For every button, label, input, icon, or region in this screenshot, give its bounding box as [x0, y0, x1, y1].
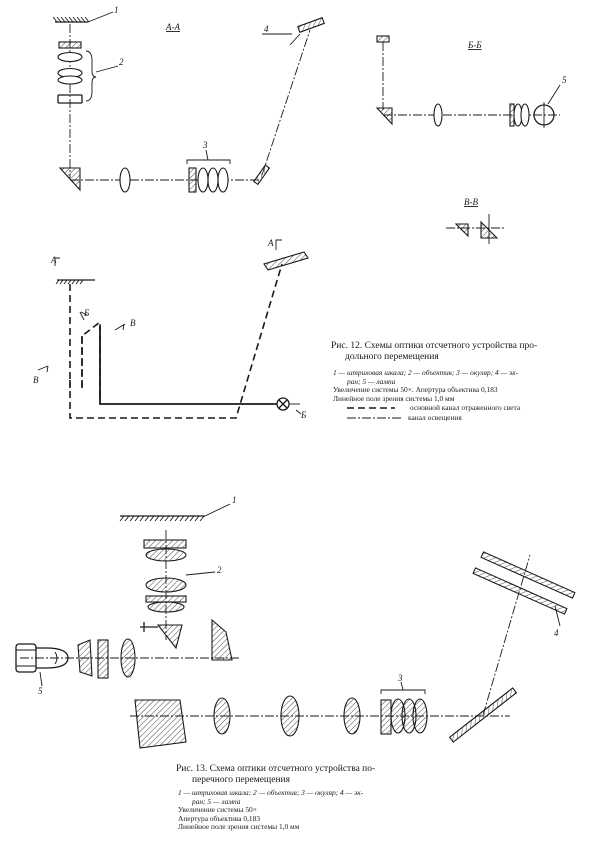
cut-mark-a2: А — [267, 238, 274, 248]
part-number-2: 2 — [119, 57, 124, 67]
screen — [263, 251, 309, 271]
part-number-4: 4 — [264, 24, 269, 34]
fig12-section-bb: Б-Б 5 — [375, 35, 567, 128]
mirror — [253, 164, 271, 186]
fig13-legend-line2: ран; 5 — лампа — [192, 796, 241, 806]
scale-hatching — [52, 16, 90, 23]
fig12-field-of-view: Линейное поле зрения системы 1,0 мм — [333, 393, 455, 403]
screen — [297, 17, 325, 33]
eyepiece-lenses — [380, 698, 428, 735]
fig12-illumination-channel-label: канал освещения — [408, 413, 462, 422]
fig12-section-vv: В-В — [446, 197, 505, 244]
fig13-field-of-view: Линейное поле зрения системы 1,0 мм — [178, 822, 300, 832]
screen-2 — [472, 567, 568, 615]
objective-lenses — [143, 539, 187, 613]
lamp — [15, 643, 69, 673]
screen — [480, 551, 576, 599]
fig12-caption-line1: Рис. 12. Схемы оптики отсчетного устройс… — [331, 341, 538, 351]
prism — [58, 167, 81, 192]
part-number-2: 2 — [217, 565, 222, 575]
field-lens — [119, 167, 131, 193]
part-number-1: 1 — [232, 495, 237, 505]
fig12-caption-line2: дольного перемещения — [345, 352, 439, 362]
objective-lenses — [57, 41, 83, 104]
fig13-caption-line1: Рис. 13. Схема оптики отсчетного устройс… — [176, 764, 376, 774]
cut-mark-b: Б — [83, 308, 90, 318]
scale-element — [376, 35, 390, 43]
cut-mark-v: В — [130, 318, 136, 328]
fig12-reflected-channel-label: основной канал отраженного света — [410, 403, 521, 412]
part-number-5: 5 — [38, 686, 43, 696]
section-label-vv: В-В — [464, 197, 478, 207]
part-number-3: 3 — [397, 673, 403, 683]
fig12-magnification: Увеличение системы 50×. Апертура объекти… — [333, 385, 498, 395]
eyepiece-lenses — [188, 167, 229, 193]
fig13-legend: 1 — штриховая шкала; 2 — объектив; 3 — о… — [178, 788, 364, 832]
large-prism — [134, 699, 187, 749]
fig13-magnification: Увеличение системы 50× — [178, 805, 257, 815]
cut-mark-v2: В — [33, 375, 39, 385]
section-label-bb: Б-Б — [467, 40, 482, 50]
fig13-legend-line1: 1 — штриховая шкала; 2 — объектив; 3 — о… — [178, 788, 364, 797]
fig13-caption-line2: перечного перемещения — [192, 775, 290, 785]
fig12-light-path-schematic: А Б А Б В В — [33, 238, 309, 420]
fig13-optical-system: 1 2 5 — [15, 495, 576, 749]
fig12-legend-line1: 1 — штриховая шкала; 2 — объектив; 3 — о… — [333, 368, 519, 377]
fig12-legend: 1 — штриховая шкала; 2 — объектив; 3 — о… — [333, 368, 519, 403]
lens — [433, 103, 443, 127]
fig12-caption: Рис. 12. Схемы оптики отсчетного устройс… — [331, 341, 537, 363]
cut-mark-b2: Б — [300, 410, 307, 420]
prism — [156, 624, 183, 650]
part-number-1: 1 — [114, 5, 119, 15]
fig12-section-aa: 1 2 3 — [52, 5, 325, 193]
fig12-legend-line2: ран; 5 — лампа — [347, 376, 396, 386]
part-number-5: 5 — [562, 75, 567, 85]
fig13-aperture: Апертура объектива 0,183 — [178, 813, 261, 823]
prism — [375, 107, 393, 126]
part-number-3: 3 — [202, 140, 208, 150]
part-number-4: 4 — [554, 628, 559, 638]
cut-mark-a: А — [50, 255, 57, 265]
fig13-caption: Рис. 13. Схема оптики отсчетного устройс… — [176, 764, 375, 786]
prism-2 — [211, 618, 233, 661]
section-label-aa: А-А — [165, 22, 180, 32]
